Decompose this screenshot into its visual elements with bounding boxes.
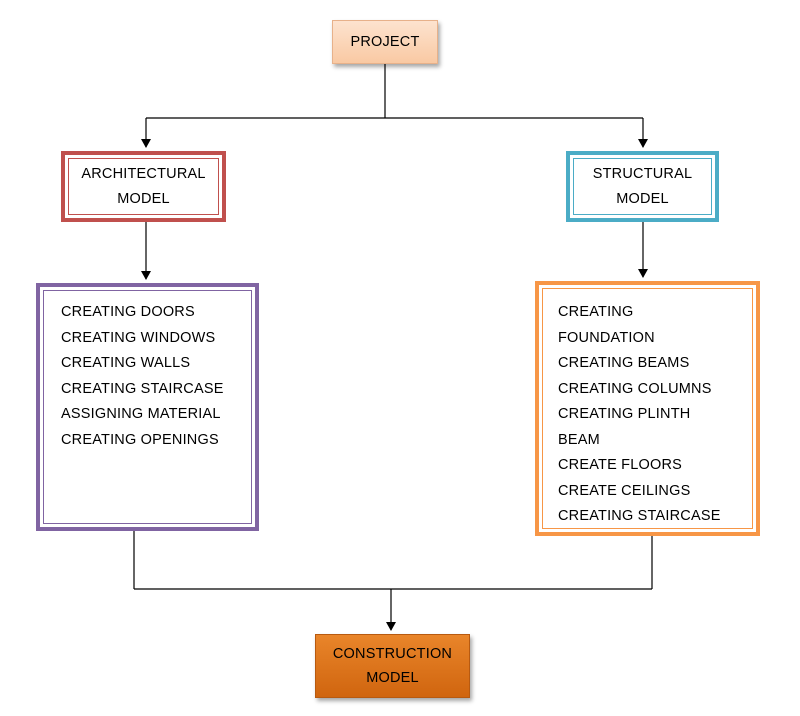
structural-model-inner-frame: STRUCTURAL MODEL xyxy=(573,158,712,215)
architectural-tasks-inner-frame: CREATING DOORS CREATING WINDOWS CREATING… xyxy=(43,290,252,524)
structural-task-item: CREATING PLINTH xyxy=(558,406,691,422)
architectural-model-line1: ARCHITECTURAL xyxy=(81,165,206,182)
structural-model-line1: STRUCTURAL xyxy=(592,165,693,182)
structural-tasks-inner-frame: CREATING FOUNDATION CREATING BEAMS CREAT… xyxy=(542,288,753,529)
architectural-task-item: CREATING WALLS xyxy=(61,355,191,371)
project-label: PROJECT xyxy=(350,34,420,50)
structural-model-node: STRUCTURAL MODEL xyxy=(566,151,719,222)
architectural-task-item: ASSIGNING MATERIAL xyxy=(61,406,221,422)
construction-model-line1: CONSTRUCTION xyxy=(332,646,453,662)
structural-task-item: CREATING STAIRCASE xyxy=(558,508,721,524)
architectural-task-item: CREATING WINDOWS xyxy=(61,329,216,346)
architectural-model-line2: MODEL xyxy=(117,190,170,207)
structural-task-item: CREATING BEAMS xyxy=(558,355,690,371)
structural-task-item: BEAM xyxy=(558,431,600,448)
structural-task-item: CREATING xyxy=(558,304,634,320)
architectural-model-inner-frame: ARCHITECTURAL MODEL xyxy=(68,158,219,215)
structural-task-item: CREATING COLUMNS xyxy=(558,380,712,397)
architectural-tasks-node: CREATING DOORS CREATING WINDOWS CREATING… xyxy=(36,283,259,531)
architectural-task-item: CREATING OPENINGS xyxy=(61,431,219,448)
architectural-task-item: CREATING STAIRCASE xyxy=(61,380,224,397)
structural-task-item: CREATE FLOORS xyxy=(558,457,682,473)
architectural-model-node: ARCHITECTURAL MODEL xyxy=(61,151,226,222)
architectural-task-item: CREATING DOORS xyxy=(61,304,195,320)
construction-model-line2: MODEL xyxy=(366,670,419,686)
structural-task-item: CREATE CEILINGS xyxy=(558,482,691,499)
structural-task-item: FOUNDATION xyxy=(558,329,655,346)
project-node: PROJECT xyxy=(332,20,438,64)
structural-tasks-node: CREATING FOUNDATION CREATING BEAMS CREAT… xyxy=(535,281,760,536)
construction-model-node: CONSTRUCTION MODEL xyxy=(315,634,470,698)
structural-model-line2: MODEL xyxy=(616,190,669,207)
